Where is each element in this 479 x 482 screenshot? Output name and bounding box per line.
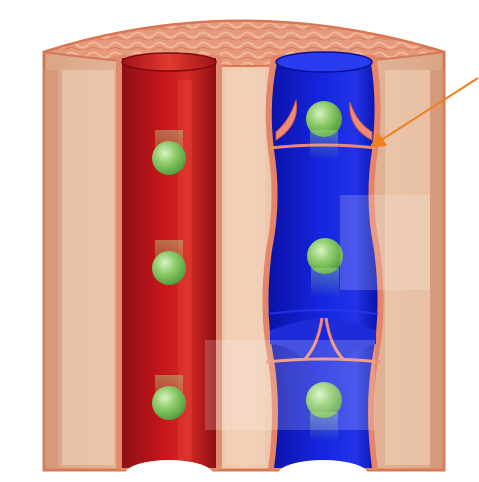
blood-cell bbox=[152, 386, 186, 420]
tissue-shadow-left bbox=[44, 70, 58, 470]
vein-opening bbox=[276, 52, 372, 72]
tissue-top-surface bbox=[44, 21, 444, 66]
tissue-shadow-right bbox=[430, 70, 444, 470]
artery-opening bbox=[122, 53, 216, 71]
tissue-stripe-left bbox=[62, 70, 114, 465]
blood-cell-trail bbox=[310, 130, 338, 160]
blood-cell bbox=[152, 141, 186, 175]
blood-cell bbox=[152, 251, 186, 285]
blood-cell-trail bbox=[311, 268, 339, 298]
